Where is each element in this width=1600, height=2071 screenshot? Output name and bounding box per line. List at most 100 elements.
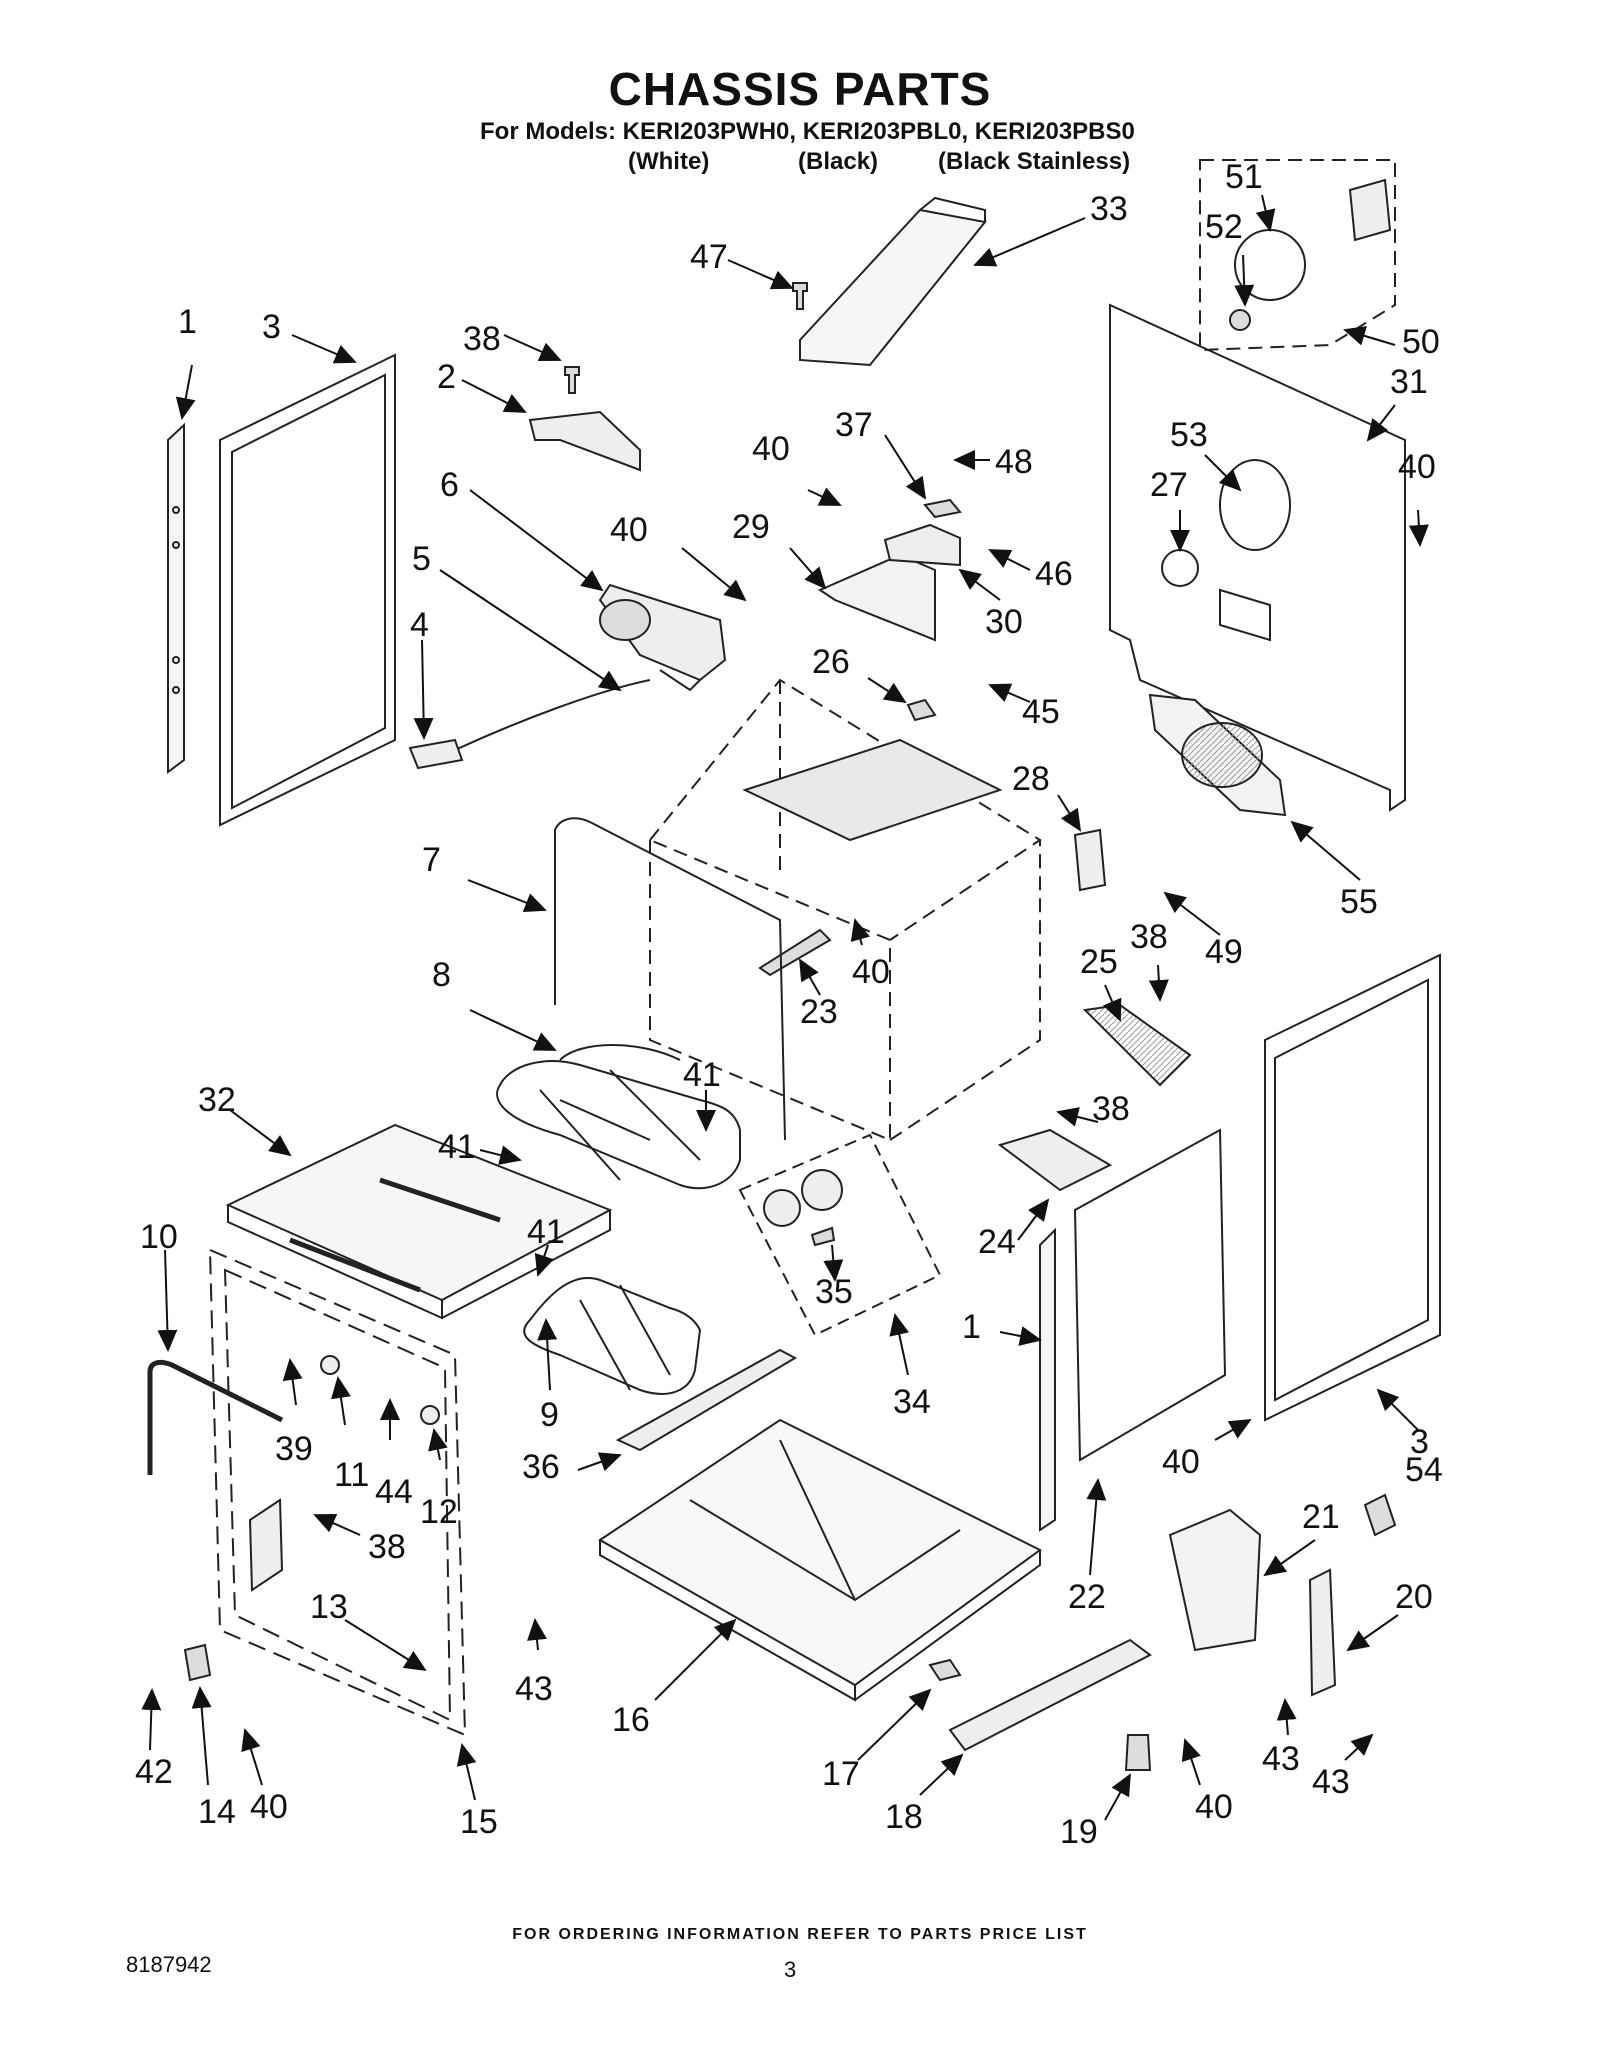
wire-harness-5 bbox=[454, 679, 651, 751]
clip-26 bbox=[906, 698, 937, 722]
leader-41c bbox=[534, 1244, 554, 1277]
leader-36 bbox=[577, 1452, 622, 1472]
screw-47 bbox=[792, 282, 808, 310]
clip-4 bbox=[408, 738, 464, 770]
heat-shield-32 bbox=[225, 1123, 613, 1320]
callout-25: 25 bbox=[1080, 943, 1118, 981]
callout-21: 21 bbox=[1302, 1498, 1340, 1536]
callout-37: 37 bbox=[835, 406, 873, 444]
callout-27: 27 bbox=[1150, 466, 1188, 504]
clip-17 bbox=[928, 1658, 962, 1682]
callout-20: 20 bbox=[1395, 1578, 1433, 1616]
leader-43c bbox=[1344, 1733, 1374, 1761]
leader-39 bbox=[282, 1358, 303, 1406]
leader-40b bbox=[681, 547, 747, 602]
leader-4 bbox=[413, 639, 434, 740]
switch-assembly-6 bbox=[598, 583, 727, 692]
leader-46 bbox=[988, 549, 1031, 571]
callout-40a: 40 bbox=[752, 430, 790, 468]
oven-rack-shelf bbox=[742, 738, 1003, 842]
strip-20 bbox=[1308, 1568, 1337, 1697]
convection-kit-box-50 bbox=[1199, 159, 1396, 352]
callout-11: 11 bbox=[334, 1456, 370, 1494]
knob-b bbox=[801, 1169, 843, 1211]
knob-a bbox=[763, 1189, 801, 1227]
bracket-30 bbox=[883, 523, 961, 567]
leader-40d bbox=[850, 918, 871, 946]
ordering-note: FOR ORDERING INFORMATION REFER TO PARTS … bbox=[512, 1926, 1088, 1943]
callout-38c: 38 bbox=[1130, 918, 1168, 956]
leader-24 bbox=[1017, 1198, 1050, 1241]
back-panel-31 bbox=[1109, 303, 1406, 812]
fan-motor bbox=[1348, 178, 1392, 242]
callout-51: 51 bbox=[1225, 158, 1263, 196]
callout-13: 13 bbox=[310, 1588, 348, 1626]
leader-28 bbox=[1057, 794, 1082, 832]
callout-54: 54 bbox=[1405, 1451, 1443, 1489]
callout-40g: 40 bbox=[250, 1788, 288, 1826]
bracket-2 bbox=[528, 410, 641, 472]
callout-49: 49 bbox=[1205, 933, 1243, 971]
label-54 bbox=[1363, 1493, 1397, 1537]
leader-35 bbox=[823, 1244, 844, 1282]
screw-38-top bbox=[564, 366, 580, 394]
callout-33: 33 bbox=[1090, 190, 1128, 228]
oven-door-15 bbox=[208, 1248, 467, 1737]
page-title: CHASSIS PARTS bbox=[608, 63, 992, 115]
leader-12 bbox=[428, 1428, 448, 1461]
leader-5 bbox=[439, 569, 622, 692]
leader-37 bbox=[884, 434, 927, 500]
leader-21 bbox=[1263, 1539, 1316, 1577]
bottom-pan-16 bbox=[598, 1418, 1042, 1702]
callout-9: 9 bbox=[540, 1396, 559, 1434]
bracket-29 bbox=[817, 553, 936, 642]
fan-cover-55 bbox=[1148, 693, 1287, 817]
document-number: 8187942 bbox=[126, 1952, 212, 1977]
callout-41c: 41 bbox=[527, 1213, 565, 1251]
models-line: For Models: KERI203PWH0, KERI203PBL0, KE… bbox=[480, 118, 1135, 145]
bracket-24 bbox=[997, 1128, 1113, 1192]
leader-32 bbox=[229, 1109, 292, 1157]
sensor-23 bbox=[758, 928, 832, 977]
callout-40f: 40 bbox=[1195, 1788, 1233, 1826]
bracket-36 bbox=[615, 1348, 798, 1452]
callout-28: 28 bbox=[1012, 760, 1050, 798]
leader-40e bbox=[1214, 1419, 1252, 1441]
callout-34: 34 bbox=[893, 1383, 931, 1421]
leader-52 bbox=[1234, 254, 1255, 307]
callout-29: 29 bbox=[732, 508, 770, 546]
callout-35: 35 bbox=[815, 1273, 853, 1311]
callout-41b: 41 bbox=[438, 1128, 476, 1166]
side-trim-right bbox=[1039, 1227, 1056, 1532]
leader-53 bbox=[1204, 454, 1242, 492]
gasket-7 bbox=[554, 817, 786, 1141]
callout-2: 2 bbox=[437, 358, 456, 396]
leader-43a bbox=[527, 1618, 547, 1651]
vent-duct-33 bbox=[799, 208, 987, 367]
leader-10 bbox=[157, 1249, 178, 1352]
clip-37 bbox=[923, 498, 962, 519]
callout-40d: 40 bbox=[852, 953, 890, 991]
leader-49 bbox=[1163, 891, 1221, 936]
hinge-14 bbox=[183, 1643, 212, 1682]
leader-20 bbox=[1346, 1614, 1399, 1652]
leader-14 bbox=[191, 1686, 212, 1786]
leader-6 bbox=[469, 489, 604, 592]
callout-17: 17 bbox=[822, 1755, 860, 1793]
leader-45 bbox=[988, 683, 1031, 703]
callout-40b: 40 bbox=[610, 511, 648, 549]
callout-10: 10 bbox=[140, 1218, 178, 1256]
leader-51 bbox=[1255, 194, 1276, 232]
leader-55 bbox=[1290, 820, 1361, 881]
callout-40c: 40 bbox=[1398, 448, 1436, 486]
leader-13 bbox=[344, 1619, 427, 1672]
callout-41a: 41 bbox=[683, 1056, 721, 1094]
leveling-leg-19 bbox=[1124, 1734, 1152, 1771]
bracket-28 bbox=[1073, 828, 1107, 892]
callout-46: 46 bbox=[1035, 555, 1073, 593]
callout-18: 18 bbox=[885, 1798, 923, 1836]
leader-23 bbox=[799, 958, 821, 996]
callout-43b: 43 bbox=[1262, 1740, 1300, 1778]
callout-7: 7 bbox=[422, 841, 441, 879]
side-panel-right bbox=[1264, 953, 1441, 1422]
